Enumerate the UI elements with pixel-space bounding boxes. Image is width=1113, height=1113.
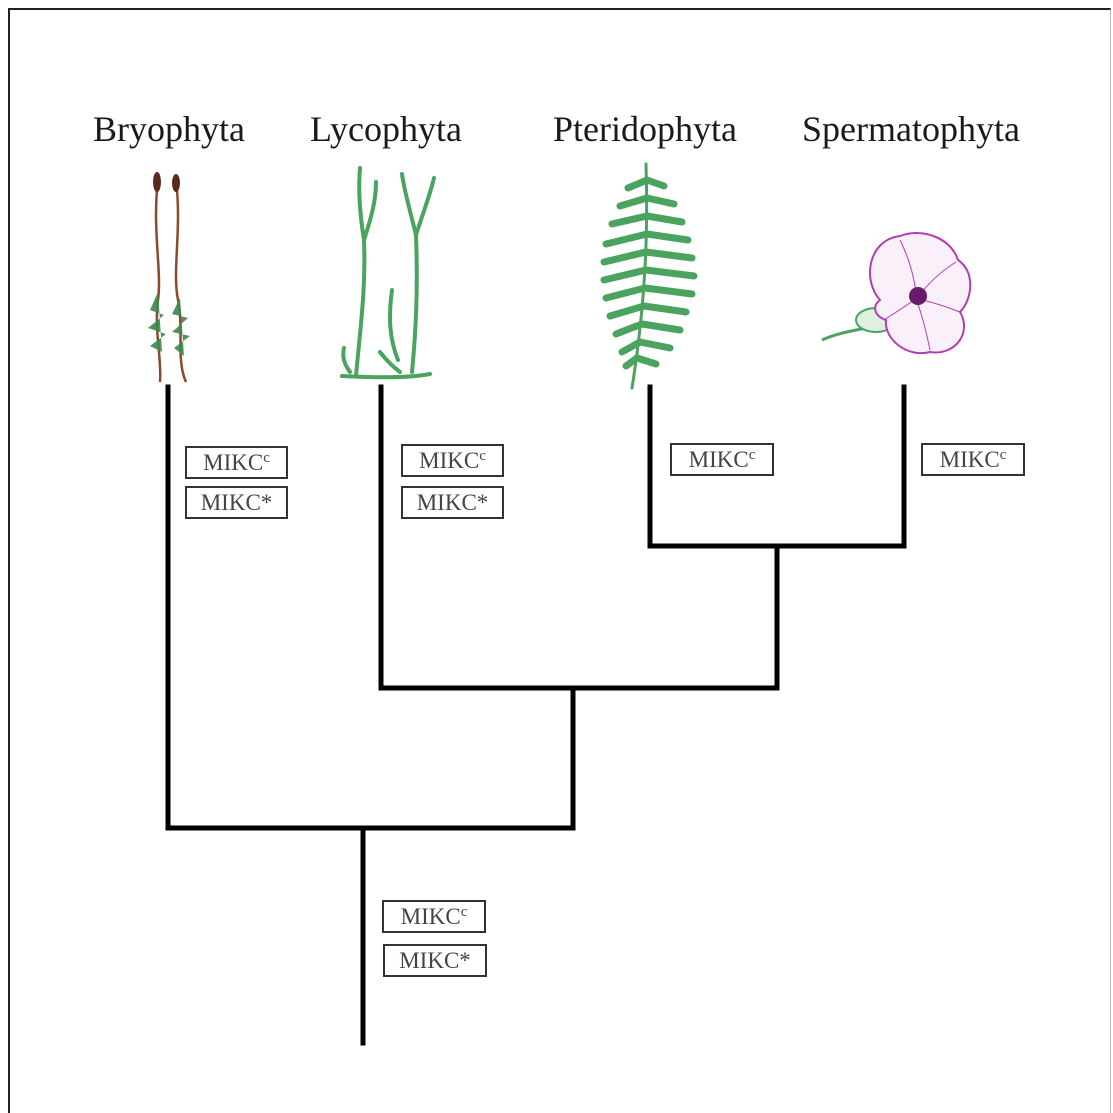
fern-frond-icon bbox=[604, 164, 694, 388]
clubmoss-icon bbox=[342, 168, 434, 377]
tag-mikc-star-root: MIKC* bbox=[383, 944, 487, 977]
flower-icon bbox=[822, 233, 970, 353]
tag-mikc-c-lycophyta: MIKCc bbox=[401, 444, 504, 477]
tag-mikc-star-lycophyta: MIKC* bbox=[401, 486, 504, 519]
moss-icon bbox=[148, 172, 190, 382]
tag-mikc-star-bryophyta: MIKC* bbox=[185, 486, 288, 519]
tag-mikc-c-spermatophyta: MIKCc bbox=[921, 443, 1025, 476]
tag-mikc-c-root: MIKCc bbox=[382, 900, 486, 933]
tag-mikc-c-pteridophyta: MIKCc bbox=[670, 443, 774, 476]
tag-mikc-c-bryophyta: MIKCc bbox=[185, 446, 288, 479]
